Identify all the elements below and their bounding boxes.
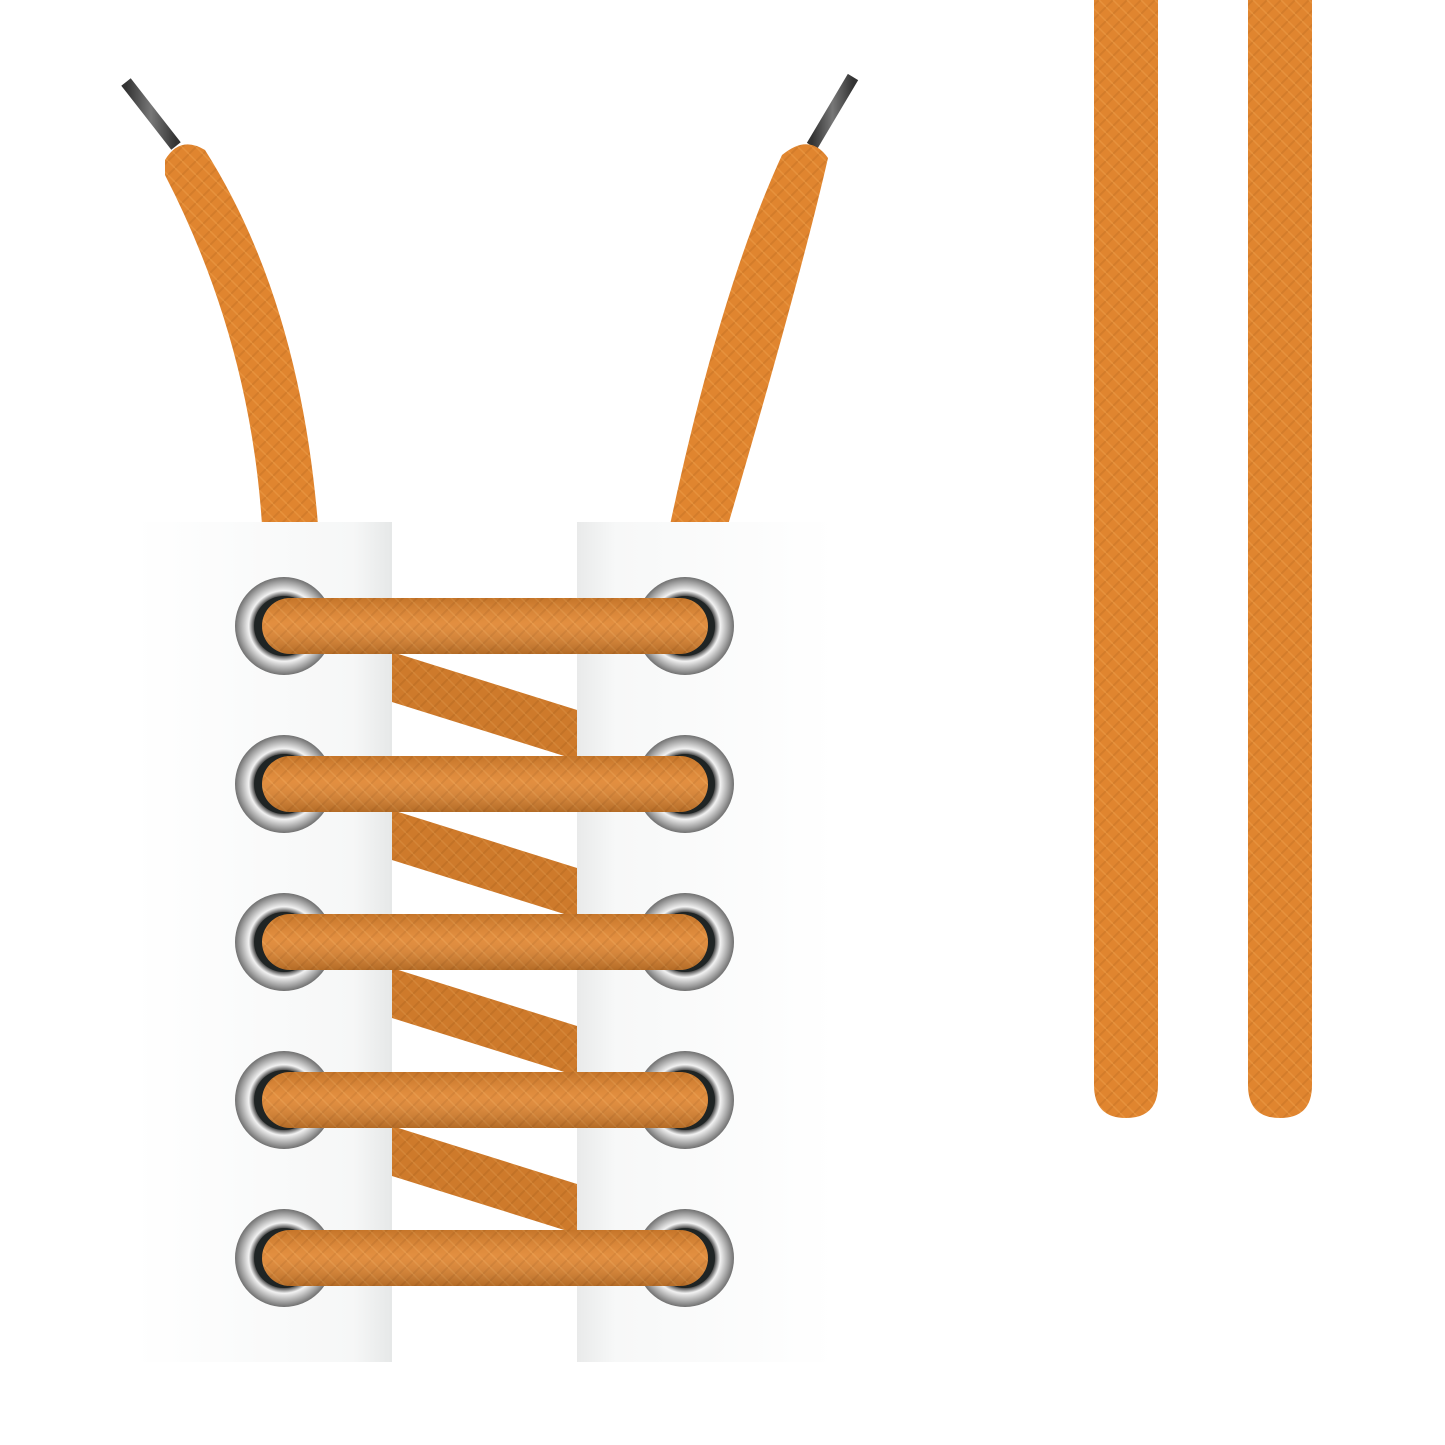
horizontal-lace-segment	[262, 598, 708, 654]
horizontal-lace-segment	[262, 756, 708, 812]
diagonal-lace-segment	[392, 652, 577, 760]
right-top-lace-end	[670, 73, 859, 525]
diagonal-lace-segment	[392, 810, 577, 918]
loose-lace-2	[1248, 0, 1312, 1206]
loose-lace-1	[1094, 0, 1158, 1206]
horizontal-lace-segment	[262, 1072, 708, 1128]
horizontal-lace-segment	[262, 1230, 708, 1286]
diagonal-lace-segment	[392, 968, 577, 1076]
left-top-lace-end	[121, 78, 318, 525]
horizontal-lace-segment	[262, 914, 708, 970]
diagonal-lace-segment	[392, 1126, 577, 1234]
